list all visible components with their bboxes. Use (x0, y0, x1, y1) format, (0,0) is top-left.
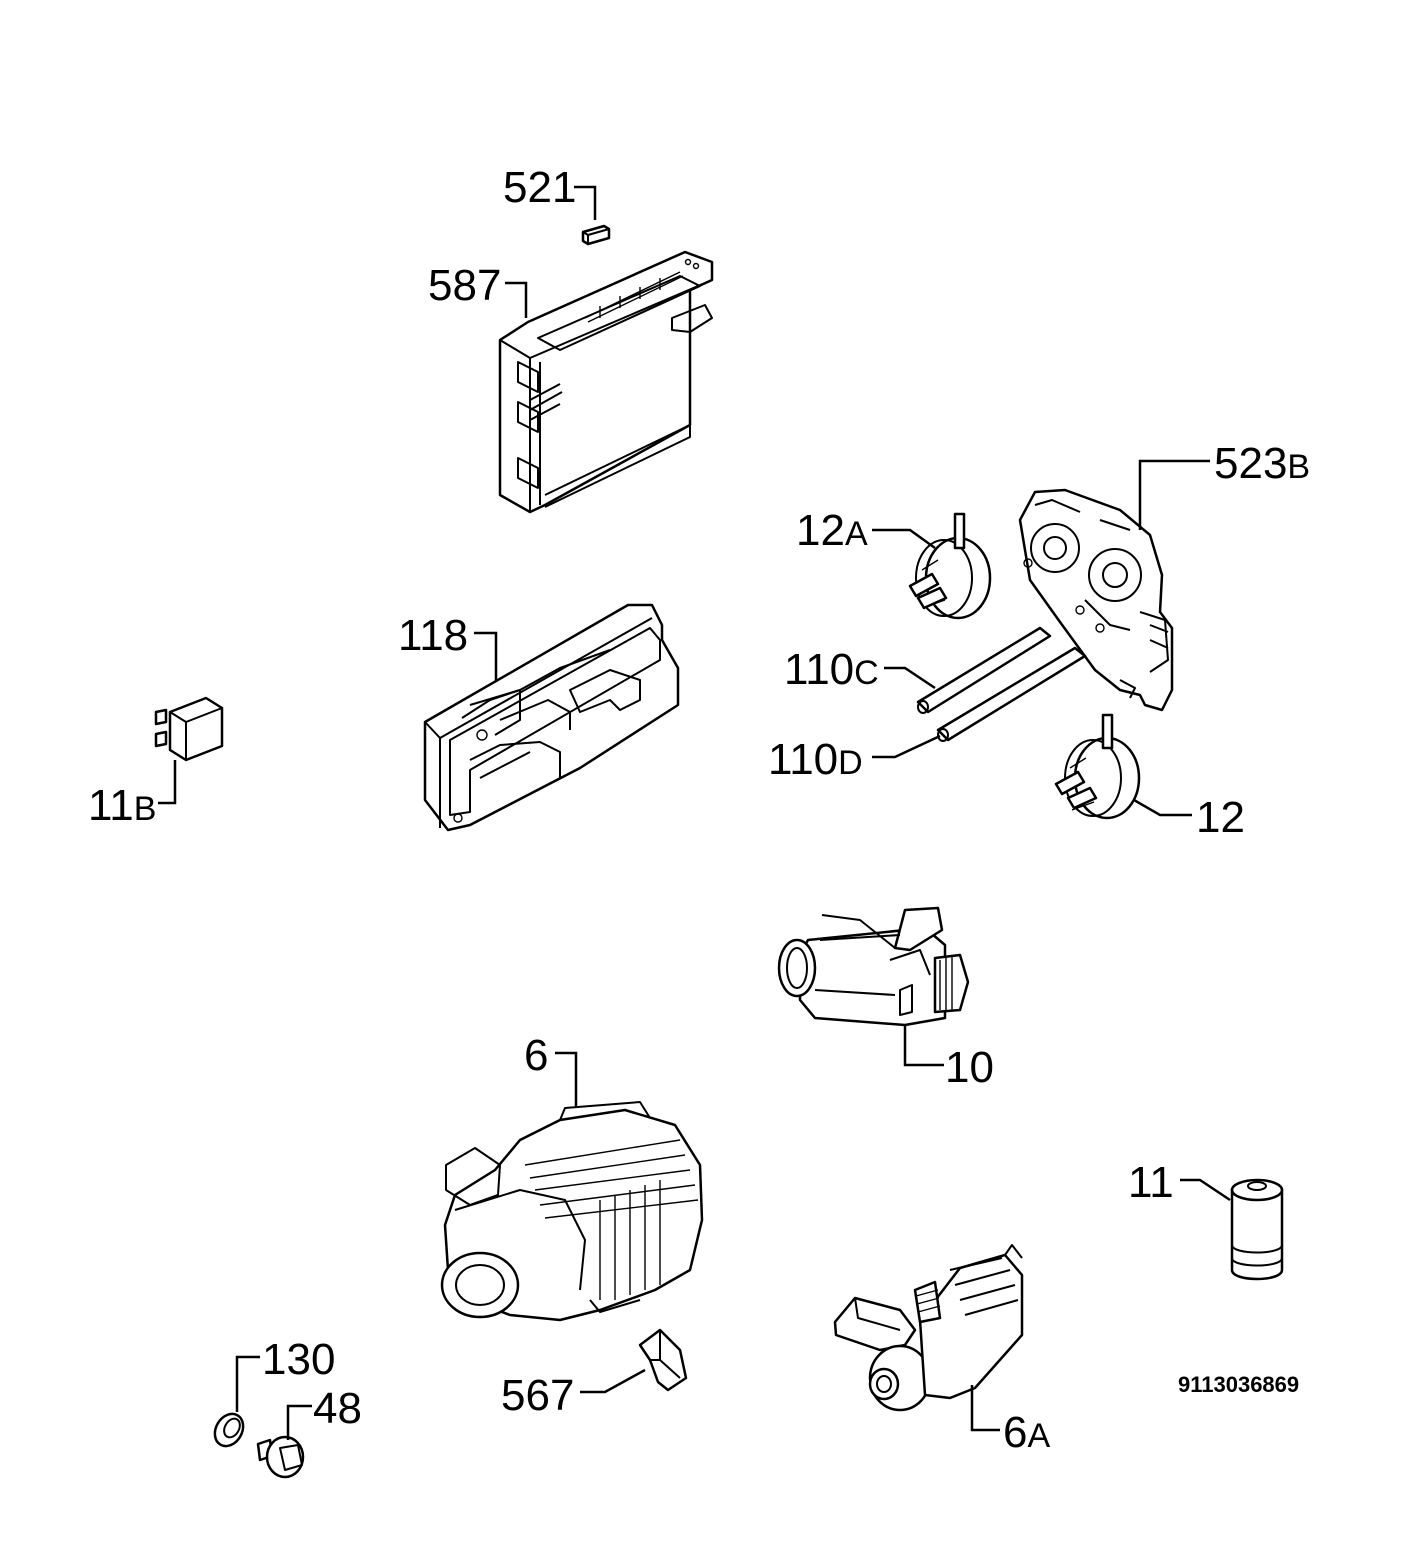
part-110D-hose (936, 646, 1087, 742)
leader-12A (872, 528, 936, 550)
part-6-motor (440, 1101, 704, 1322)
label-110C-number: 110 (784, 645, 854, 694)
label-110D-suffix: D (838, 744, 863, 782)
part-521-button (581, 224, 611, 246)
label-110D-number: 110 (768, 735, 838, 784)
label-523B-suffix: B (1287, 448, 1310, 486)
leader-110D (872, 734, 941, 759)
part-10-heater (777, 906, 970, 1027)
part-12-pressure-switch (1054, 713, 1141, 820)
part-110C-hose (916, 626, 1052, 714)
part-523B-bracket (1018, 488, 1174, 712)
label-11B-number: 11 (88, 781, 134, 830)
part-118-housing (423, 603, 680, 832)
leader-6 (555, 1051, 578, 1108)
leader-567 (580, 1368, 646, 1394)
leader-110C (884, 666, 936, 690)
label-110C: 110C (784, 645, 879, 694)
label-587: 587 (428, 261, 501, 310)
label-521: 521 (503, 163, 576, 212)
leader-10 (903, 1025, 944, 1067)
label-12A-number: 12 (796, 506, 845, 555)
label-6A-suffix: A (1027, 1417, 1050, 1455)
part-48-plug (256, 1435, 305, 1479)
label-6: 6 (524, 1031, 548, 1080)
label-12A-suffix: A (845, 515, 868, 553)
leader-118 (474, 631, 498, 682)
label-6A: 6A (1003, 1408, 1050, 1457)
leader-12 (1133, 798, 1192, 817)
leader-11 (1180, 1178, 1231, 1202)
label-11B: 11B (88, 781, 156, 830)
leader-11B (158, 760, 177, 805)
part-130-seal (213, 1412, 245, 1448)
part-11B-relay (154, 696, 224, 762)
part-6A-drain-pump (833, 1244, 1024, 1412)
part-567-clip (638, 1328, 688, 1392)
part-12A-pressure-switch (908, 512, 992, 620)
label-12: 12 (1196, 793, 1245, 842)
label-11B-suffix: B (134, 790, 157, 828)
leader-48 (286, 1404, 312, 1440)
label-12A: 12A (796, 506, 868, 555)
label-110C-suffix: C (854, 654, 879, 692)
label-523B-number: 523 (1214, 439, 1287, 488)
part-587-control-module (498, 250, 714, 514)
leader-521 (574, 185, 597, 220)
leader-587 (505, 281, 528, 318)
label-11: 11 (1128, 1158, 1174, 1207)
label-130: 130 (262, 1335, 335, 1384)
label-567: 567 (501, 1371, 574, 1420)
leader-130 (235, 1355, 260, 1412)
label-523B: 523B (1214, 439, 1310, 488)
label-48: 48 (313, 1384, 362, 1433)
part-11-capacitor (1230, 1178, 1284, 1281)
leader-523B (1138, 459, 1210, 530)
label-118: 118 (398, 611, 468, 660)
label-110D: 110D (768, 735, 863, 784)
label-6A-number: 6 (1003, 1408, 1027, 1457)
label-10: 10 (945, 1043, 994, 1092)
leader-6A (970, 1385, 1000, 1432)
diagram-code: 9113036869 (1178, 1372, 1299, 1397)
